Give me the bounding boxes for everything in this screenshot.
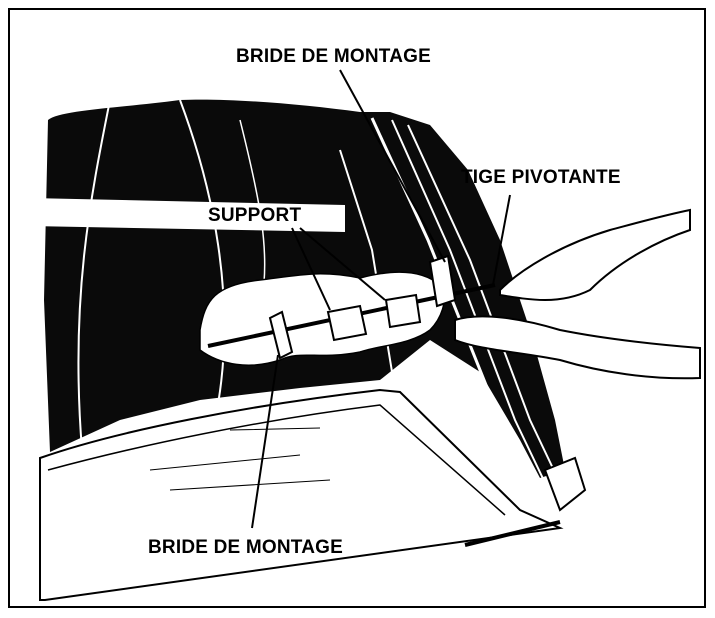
hand-upper [499,208,691,301]
leader-support-1 [291,227,331,311]
label-top-bride: BRIDE DE MONTAGE [236,46,431,67]
label-tige-pivotante: TIGE PIVOTANTE [461,167,621,188]
lid-edge-2 [149,427,331,491]
leader-support-2 [299,227,386,301]
cable-2 [179,99,226,421]
lower-lid [39,388,564,601]
light-strip [30,198,345,232]
label-bottom-bride: BRIDE DE MONTAGE [148,537,343,558]
label-support: SUPPORT [208,205,302,226]
lid-edge-1 [47,404,506,516]
bottom-hinge [543,456,587,512]
leader-tige [492,194,511,286]
support-1 [326,304,368,342]
bracket-bottom [268,310,294,360]
hand-lower [454,315,701,380]
bottom-rod [464,520,561,547]
cutaway [199,271,445,366]
leader-bottom-bride [251,354,279,529]
cable-1 [77,99,111,451]
support-2 [384,293,422,329]
leader-top-bride [339,69,446,263]
